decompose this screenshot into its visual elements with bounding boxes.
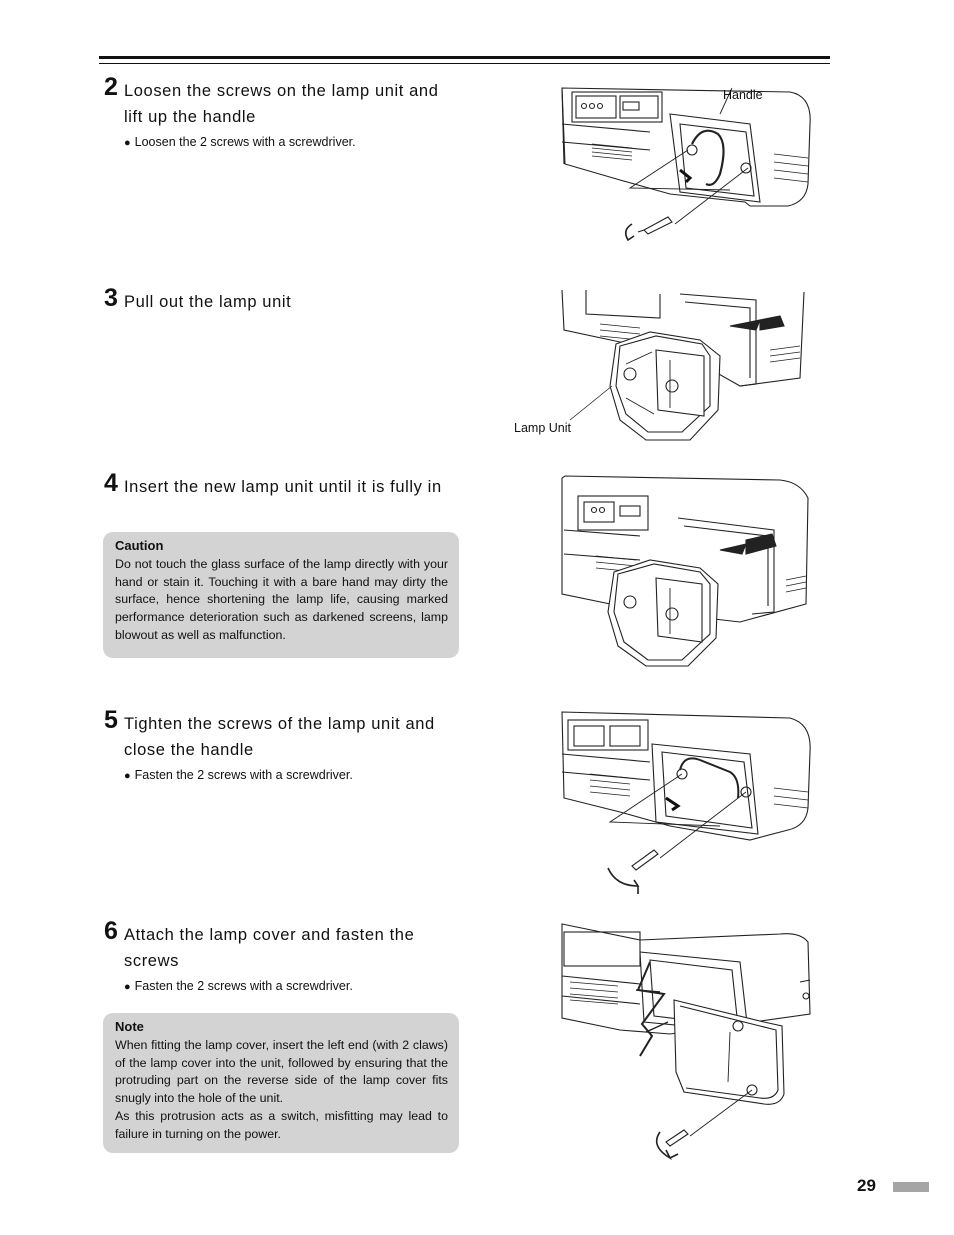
note-paragraph: When fitting the lamp cover, insert the … <box>115 1038 448 1106</box>
figure-tighten-screws <box>560 708 815 898</box>
bullet-text: Loosen the 2 screws with a screwdriver. <box>134 135 356 149</box>
top-rule-thick <box>99 56 830 59</box>
tighten-screws-illustration <box>561 711 811 894</box>
attach-cover-illustration <box>561 923 811 1161</box>
step-number: 6 <box>104 917 118 945</box>
step-heading: 3 Pull out the lamp unit <box>104 284 460 315</box>
caution-title: Caution <box>115 538 164 553</box>
step-heading: 6 Attach the lamp cover and fasten the s… <box>104 917 460 974</box>
figure-loosen-screws <box>560 84 815 249</box>
step-title-line1: Insert the new lamp unit until it is ful… <box>124 478 442 496</box>
step-title-line1: Attach the lamp cover and fasten the <box>124 926 415 944</box>
step-5: 5 Tighten the screws of the lamp unit an… <box>104 706 460 784</box>
bullet-text: Fasten the 2 screws with a screwdriver. <box>134 768 353 782</box>
bullet-dot-icon: ● <box>124 137 131 149</box>
figure-attach-cover <box>560 922 815 1162</box>
caution-text: Do not touch the glass surface of the la… <box>115 557 448 642</box>
step-bullet: ●Loosen the 2 screws with a screwdriver. <box>124 134 460 151</box>
step-title-line1: Pull out the lamp unit <box>124 293 292 311</box>
note-paragraph: As this protrusion acts as a switch, mis… <box>115 1108 448 1141</box>
note-text: When fitting the lamp cover, insert the … <box>115 1037 448 1143</box>
projector-illustration <box>561 87 811 242</box>
step-number: 3 <box>104 284 118 312</box>
step-title-line2: close the handle <box>124 741 254 759</box>
step-3: 3 Pull out the lamp unit <box>104 284 460 315</box>
step-number: 2 <box>104 73 118 101</box>
step-title-line1: Tighten the screws of the lamp unit and <box>124 715 435 733</box>
step-bullet: ●Fasten the 2 screws with a screwdriver. <box>124 767 460 784</box>
callout-lamp-unit: Lamp Unit <box>514 421 571 435</box>
figure-insert-lamp <box>560 474 810 669</box>
step-number: 4 <box>104 469 118 497</box>
step-title-line2: lift up the handle <box>124 108 256 126</box>
callout-handle: Handle <box>723 88 763 102</box>
step-heading: 5 Tighten the screws of the lamp unit an… <box>104 706 460 763</box>
top-rule-thin <box>99 63 830 64</box>
step-number: 5 <box>104 706 118 734</box>
step-heading: 4 Insert the new lamp unit until it is f… <box>104 469 460 500</box>
caution-box: Caution Do not touch the glass surface o… <box>103 532 459 658</box>
bullet-dot-icon: ● <box>124 981 131 993</box>
note-box: Note When fitting the lamp cover, insert… <box>103 1013 459 1153</box>
step-2: 2 Loosen the screws on the lamp unit and… <box>104 73 460 151</box>
page-number: 29 <box>857 1176 876 1195</box>
step-heading: 2 Loosen the screws on the lamp unit and… <box>104 73 460 130</box>
step-bullet: ●Fasten the 2 screws with a screwdriver. <box>124 978 460 995</box>
figure-pull-out-lamp <box>560 290 810 445</box>
step-title-line2: screws <box>124 952 179 970</box>
bullet-dot-icon: ● <box>124 770 131 782</box>
step-4: 4 Insert the new lamp unit until it is f… <box>104 469 460 500</box>
step-title-line1: Loosen the screws on the lamp unit and <box>124 82 439 100</box>
step-6: 6 Attach the lamp cover and fasten the s… <box>104 917 460 995</box>
note-title: Note <box>115 1019 144 1034</box>
lamp-removal-illustration <box>561 290 805 441</box>
lamp-insert-illustration <box>561 475 809 667</box>
bullet-text: Fasten the 2 screws with a screwdriver. <box>134 979 353 993</box>
page-tab-marker <box>893 1182 929 1192</box>
